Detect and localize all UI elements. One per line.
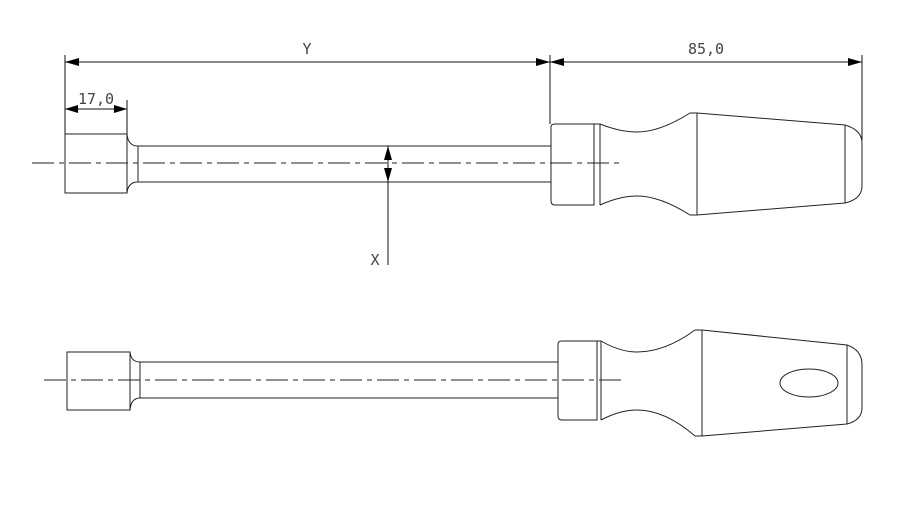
handle-ferrule bbox=[550, 123, 601, 206]
dimension-x: X bbox=[370, 146, 392, 269]
socket-fillet bbox=[126, 133, 139, 194]
dimension-x-label: X bbox=[370, 251, 379, 269]
handle-grip-lines bbox=[696, 113, 846, 215]
dimension-y-label: Y bbox=[302, 40, 311, 58]
dimension-y: Y bbox=[64, 40, 551, 134]
side-view bbox=[44, 329, 863, 437]
shaft bbox=[140, 361, 558, 399]
handle-grip-lines bbox=[701, 330, 848, 436]
socket-fillet bbox=[129, 351, 141, 411]
shaft bbox=[138, 145, 551, 183]
dimension-handle: 85,0 bbox=[550, 40, 863, 140]
handle-ferrule bbox=[557, 340, 602, 421]
handle-grip bbox=[594, 112, 863, 216]
socket bbox=[66, 351, 131, 411]
top-view bbox=[32, 112, 863, 216]
dimension-handle-label: 85,0 bbox=[688, 40, 724, 58]
hanging-hole bbox=[779, 368, 839, 398]
socket bbox=[64, 133, 128, 194]
dimension-socket-label: 17,0 bbox=[78, 90, 114, 108]
handle-grip bbox=[597, 329, 863, 437]
dimension-socket: 17,0 bbox=[65, 90, 128, 134]
